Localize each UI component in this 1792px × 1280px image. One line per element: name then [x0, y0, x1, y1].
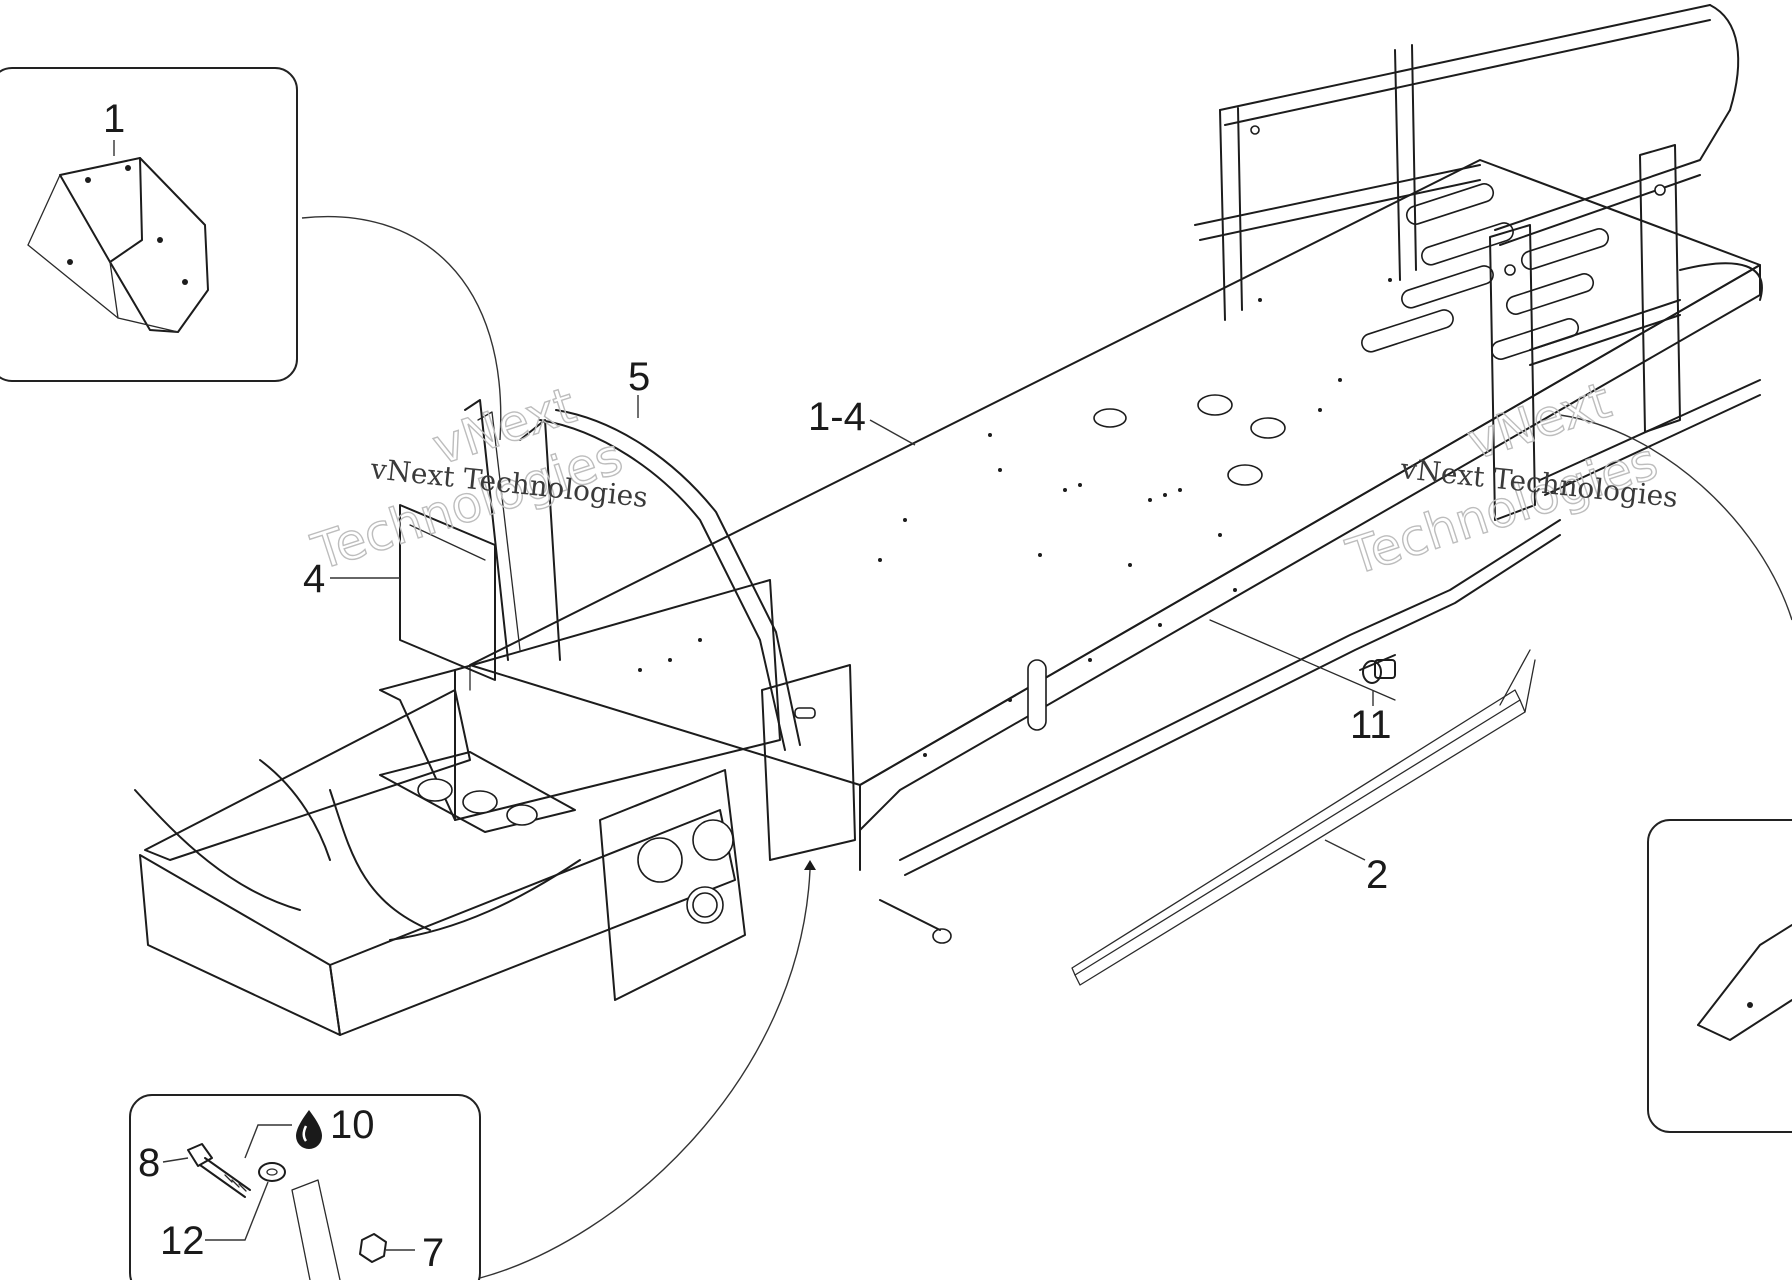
leader-curve-hardware — [479, 869, 811, 1279]
callout-5: 5 — [628, 355, 650, 399]
bracket-part-1-drawing — [27, 157, 209, 333]
callout-1-4: 1-4 — [808, 395, 866, 439]
nut-7 — [359, 1233, 387, 1263]
side-rail-part-2 — [1071, 649, 1536, 986]
leader-curve-right — [1559, 414, 1792, 621]
plug-part-11 — [1359, 654, 1396, 706]
watermark-left: vNext Technologies vNext Technologies — [304, 375, 649, 582]
frame-assembly-drawing — [134, 4, 1763, 1036]
inset-hardware[interactable]: 10 8 12 7 — [129, 1094, 481, 1280]
callout-7: 7 — [422, 1231, 444, 1275]
callout-1: 1 — [103, 97, 125, 141]
callout-8: 8 — [138, 1141, 160, 1185]
callout-4: 4 — [303, 557, 325, 601]
inset-right[interactable] — [1647, 819, 1792, 1133]
inset-part-1[interactable]: 1 — [0, 67, 298, 382]
bolt-8 — [187, 1143, 251, 1198]
oil-drop-icon — [296, 1110, 322, 1149]
washer-12 — [258, 1162, 286, 1182]
callout-2: 2 — [1366, 853, 1388, 897]
arrowhead — [804, 860, 816, 870]
callout-10: 10 — [330, 1103, 375, 1147]
callout-11: 11 — [1350, 703, 1392, 747]
bracket-plate — [291, 1179, 341, 1280]
callout-12: 12 — [160, 1219, 205, 1263]
leader-curve-1 — [301, 216, 502, 441]
